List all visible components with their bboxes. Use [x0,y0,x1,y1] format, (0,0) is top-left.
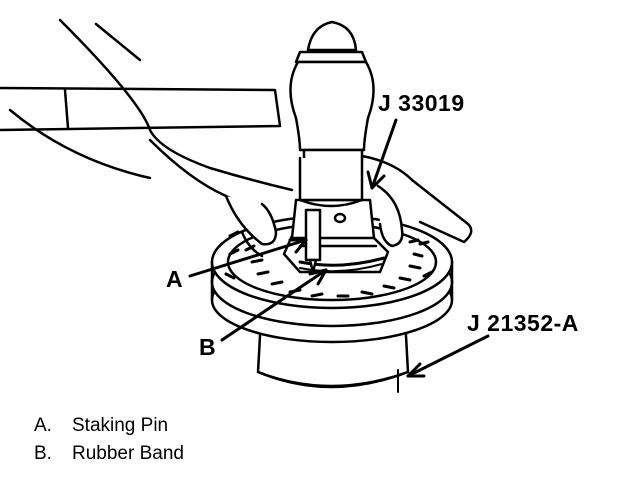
legend-key: A. [34,415,52,436]
legend: A. Staking Pin B. Rubber Band [34,412,184,468]
leader-arrows [188,118,490,378]
hand [8,18,473,258]
hammer [0,20,375,208]
clutch-hub-assembly [210,214,454,344]
tool-label-j21352a: J 21352-A [467,310,579,336]
staking-tool [290,198,376,274]
tool-label-j33019: J 33019 [378,90,465,116]
legend-item-b: B. Rubber Band [34,440,184,468]
callout-a: A [166,266,184,292]
legend-item-a: A. Staking Pin [34,412,184,440]
legend-text: Staking Pin [72,415,169,436]
legend-text: Rubber Band [72,443,184,464]
legend-key: B. [34,443,52,464]
callout-b: B [199,334,217,360]
